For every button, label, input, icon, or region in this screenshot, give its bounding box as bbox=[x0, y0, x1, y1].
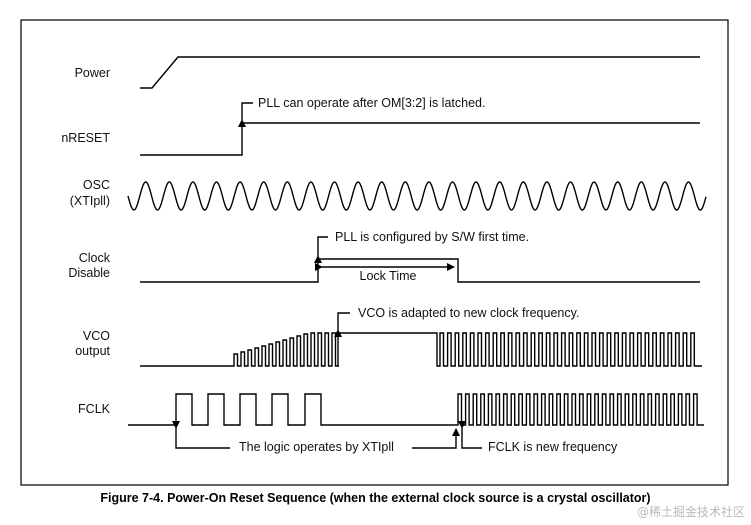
pll-configured-arrow bbox=[314, 236, 328, 263]
pll-operate-note: PLL can operate after OM[3:2] is latched… bbox=[258, 96, 485, 110]
nreset-waveform bbox=[140, 122, 700, 156]
label-osc: OSC bbox=[83, 178, 110, 192]
label-osc-sub: (XTIpll) bbox=[70, 194, 110, 208]
logic-left-arrow bbox=[172, 421, 230, 449]
logic-right-arrow bbox=[412, 428, 460, 449]
lock-time-label: Lock Time bbox=[360, 269, 417, 283]
label-power: Power bbox=[75, 66, 110, 80]
diagram-border bbox=[20, 19, 729, 486]
label-vco-output: output bbox=[75, 344, 110, 358]
vco-adapted-note: VCO is adapted to new clock frequency. bbox=[358, 306, 579, 320]
vco-adapted-arrow bbox=[334, 312, 350, 337]
watermark: @稀土掘金技术社区 bbox=[636, 505, 745, 519]
figure-caption: Figure 7-4. Power-On Reset Sequence (whe… bbox=[100, 491, 651, 505]
label-fclk: FCLK bbox=[78, 402, 111, 416]
power-waveform bbox=[140, 56, 700, 89]
fclk-waveform bbox=[128, 393, 704, 426]
clock-disable-waveform bbox=[140, 258, 700, 283]
osc-waveform bbox=[127, 181, 707, 211]
label-vco: VCO bbox=[83, 329, 110, 343]
label-clock: Clock bbox=[79, 251, 111, 265]
vco-waveform bbox=[140, 332, 702, 367]
fclk-new-note: FCLK is new frequency bbox=[488, 440, 618, 454]
label-nreset: nRESET bbox=[61, 131, 110, 145]
fclk-new-arrow bbox=[458, 421, 482, 449]
label-disable: Disable bbox=[68, 266, 110, 280]
pll-operate-arrow bbox=[238, 102, 253, 127]
logic-xtipll-note: The logic operates by XTIpll bbox=[239, 440, 394, 454]
pll-configured-note: PLL is configured by S/W first time. bbox=[335, 230, 529, 244]
